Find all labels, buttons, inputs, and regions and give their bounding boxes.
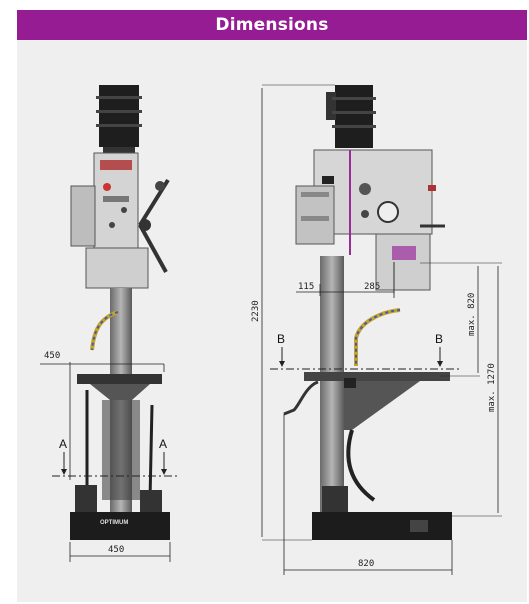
front-view-drill: OPTIMUM 450 A A 450 [40, 85, 178, 562]
side-dim-base-depth: 820 [358, 559, 374, 569]
header-title: Dimensions [215, 15, 329, 35]
side-section-b-left: B [277, 332, 285, 346]
front-lower-housing [85, 247, 149, 289]
front-dim-table-width: 450 [44, 351, 60, 361]
side-spindle-guard [392, 246, 416, 260]
side-column [320, 256, 344, 516]
side-dim-spindle-offset: 115 [298, 282, 314, 292]
side-view-drill: 2230 115 285 max. 820 max. 1270 B B 820 [251, 84, 502, 575]
front-side-cover [70, 185, 96, 247]
side-motor [335, 85, 373, 148]
side-dim-max-1270: max. 1270 [487, 363, 497, 412]
side-quill-housing [375, 233, 431, 291]
front-base [70, 512, 170, 540]
front-section-a-right: A [159, 437, 167, 451]
side-base [312, 512, 452, 540]
front-dim-base-width: 450 [108, 545, 124, 555]
front-brand: OPTIMUM [100, 520, 128, 526]
front-table [77, 374, 162, 384]
side-section-b-right: B [435, 332, 443, 346]
side-dim-reach: 285 [364, 282, 380, 292]
front-motor [99, 85, 139, 147]
panel-header: Dimensions [17, 10, 527, 40]
side-dim-max-820: max. 820 [467, 293, 477, 336]
side-dim-total-height: 2230 [251, 300, 261, 322]
side-table [304, 372, 450, 381]
front-section-a-left: A [59, 437, 67, 451]
